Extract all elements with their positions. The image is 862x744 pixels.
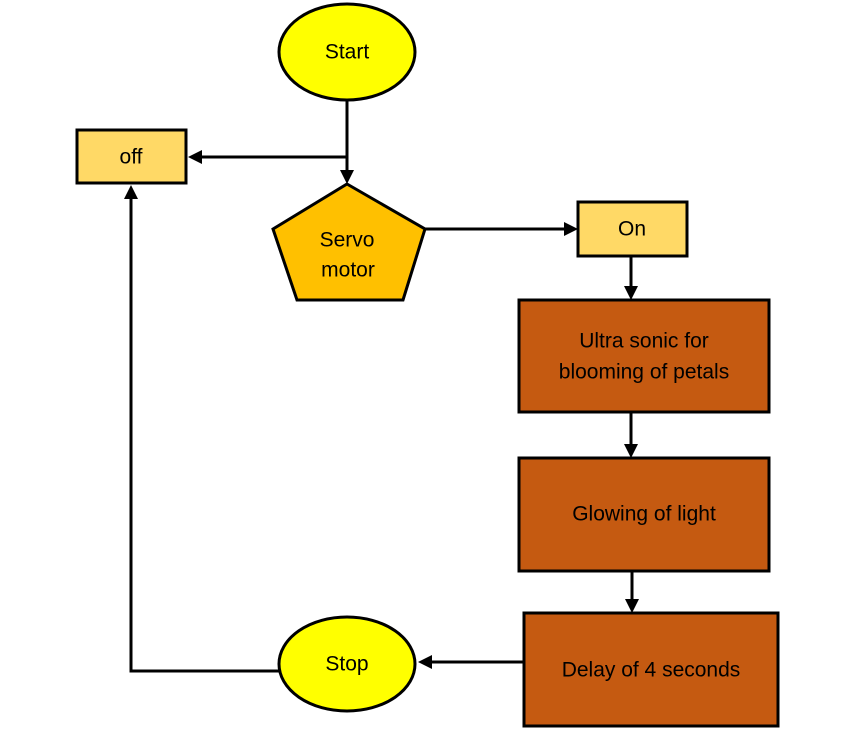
node-delay: Delay of 4 seconds — [522, 611, 780, 728]
start-label: Start — [325, 41, 370, 64]
ultrasonic-label-line2: blooming of petals — [559, 361, 729, 384]
node-glowing: Glowing of light — [517, 456, 771, 573]
node-off: off — [75, 128, 188, 185]
node-on: On — [576, 200, 689, 258]
arrowhead-glowing-to-delay — [625, 599, 639, 613]
arrowhead-delay-to-stop — [418, 655, 432, 669]
start-ellipse — [277, 2, 417, 102]
arrowhead-ultrasonic-to-glowing — [624, 444, 638, 458]
arrowhead-on-to-ultrasonic — [624, 286, 638, 300]
glowing-label: Glowing of light — [572, 503, 716, 526]
on-label: On — [618, 218, 646, 241]
delay-label: Delay of 4 seconds — [562, 659, 741, 682]
stop-ellipse — [277, 615, 417, 713]
edge-stop-to-off — [129, 198, 279, 673]
ultrasonic-box — [517, 298, 771, 414]
off-box — [75, 128, 188, 185]
servo-label-line2: motor — [321, 259, 375, 282]
node-start: Start — [277, 2, 417, 102]
node-ultrasonic: Ultra sonic for blooming of petals — [517, 298, 771, 414]
node-servo-motor: Servo motor — [271, 182, 427, 302]
stop-label: Stop — [325, 653, 368, 676]
servo-label-line1: Servo — [320, 229, 375, 252]
off-label: off — [120, 146, 143, 169]
delay-box — [522, 611, 780, 728]
servo-pentagon — [271, 182, 427, 302]
node-stop: Stop — [277, 615, 417, 713]
arrowhead-servo-to-on — [564, 222, 578, 236]
arrowhead-start-to-servo — [340, 170, 354, 184]
glowing-box — [517, 456, 771, 573]
arrowhead-to-off — [188, 150, 202, 164]
on-box — [576, 200, 689, 258]
ultrasonic-label-line1: Ultra sonic for — [579, 330, 709, 353]
arrowhead-stop-to-off — [124, 185, 138, 199]
connectors — [124, 100, 639, 673]
